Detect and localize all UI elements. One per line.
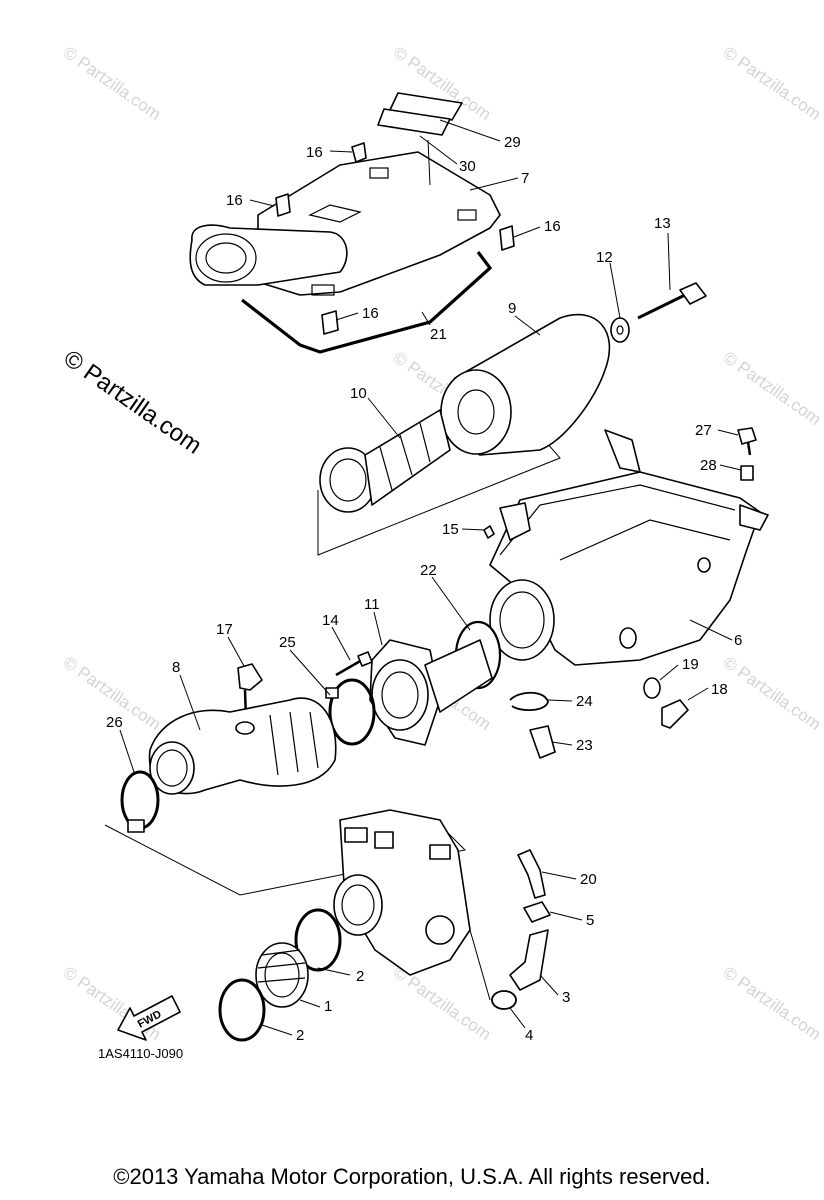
callout-16: 16 [306,144,323,161]
clamp-26 [120,770,160,833]
callout-26: 26 [106,714,123,731]
callout-28: 28 [700,457,717,474]
callout-4: 4 [525,1027,533,1044]
parts-24-23 [509,691,556,759]
clamp-25 [325,678,376,746]
watermark: © Partzilla.com [720,963,824,1044]
callout-20: 20 [580,871,597,888]
callout-16: 16 [544,218,561,235]
case-cover [189,151,501,296]
callout-27: 27 [695,422,712,439]
callout-29: 29 [504,134,521,151]
callout-13: 13 [654,215,671,232]
hoses [491,849,551,1010]
callout-15: 15 [442,521,459,538]
callout-numbers: 29 30 7 16 16 16 16 13 12 21 9 10 27 28 … [106,134,742,1044]
cover-gasket [241,251,493,354]
callout-19: 19 [682,656,699,673]
watermark: © Partzilla.com [720,653,824,734]
callout-11: 11 [364,596,380,613]
callout-10: 10 [350,385,367,402]
fasteners-right [483,427,757,539]
callout-18: 18 [711,681,728,698]
callout-2: 2 [296,1027,304,1044]
callout-21: 21 [430,326,447,343]
watermark: © Partzilla.com [720,43,824,124]
callout-16: 16 [362,305,379,322]
callout-22: 22 [420,562,437,579]
callout-7: 7 [521,170,529,187]
throttle-body [333,809,471,976]
bolt-and-washer [610,282,707,343]
callout-3: 3 [562,989,570,1006]
callout-25: 25 [279,634,296,651]
watermark: © Partzilla.com [390,963,495,1044]
callout-9: 9 [508,300,516,317]
leader-lines [119,119,742,1036]
bolt-14 [335,651,373,677]
callout-24: 24 [576,693,593,710]
fittings-19-18 [643,677,689,729]
watermark: © Partzilla.com [60,963,165,1044]
diagram-code: 1AS4110-J090 [98,1046,183,1061]
intake-duct [148,697,337,795]
label-sheets [377,92,463,136]
filter-guide [319,409,451,513]
lower-joint [218,908,342,1042]
callout-14: 14 [322,612,339,629]
callout-17: 17 [216,621,233,638]
callout-6: 6 [734,632,742,649]
clips [275,142,515,335]
callout-2: 2 [356,968,364,985]
callout-5: 5 [586,912,594,929]
watermark-large: © Partzilla.com [59,345,207,460]
callout-23: 23 [576,737,593,754]
filter-element [440,313,611,456]
callout-16: 16 [226,192,243,209]
watermark: © Partzilla.com [60,43,165,124]
callout-1: 1 [324,998,332,1015]
callout-12: 12 [596,249,613,266]
air-filter-case [489,429,769,666]
watermark: © Partzilla.com [720,348,824,429]
joint-11 [369,639,493,746]
fwd-arrow: FWD [117,995,181,1041]
copyright-notice: ©2013 Yamaha Motor Corporation, U.S.A. A… [113,1164,711,1189]
callout-30: 30 [459,158,476,175]
callout-8: 8 [172,659,180,676]
